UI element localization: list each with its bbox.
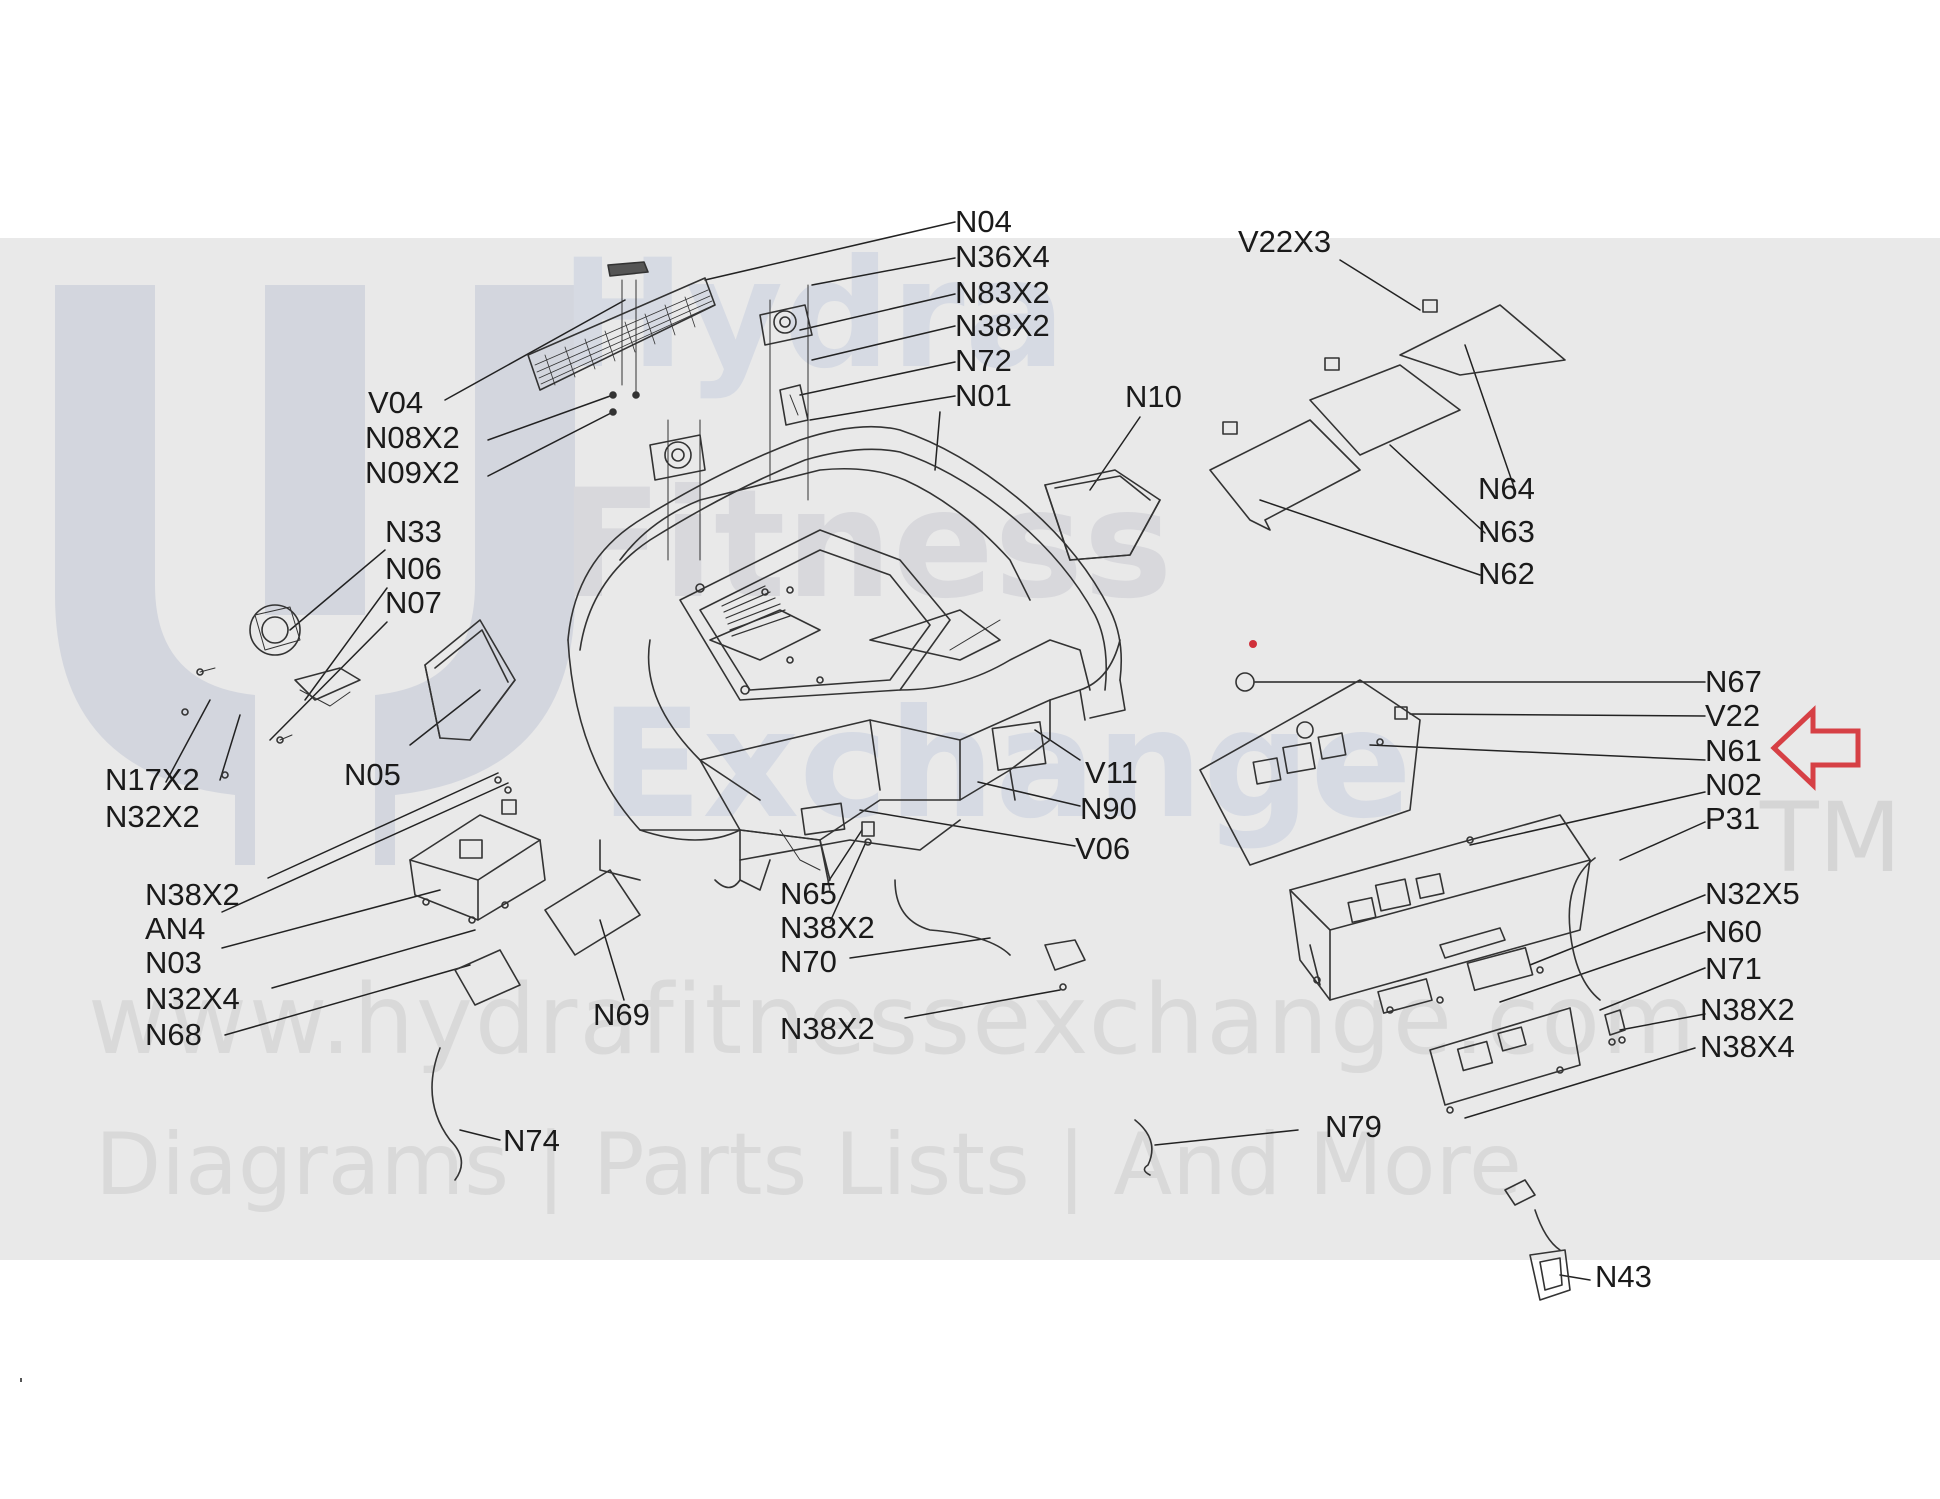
callout-n74: N74 — [503, 1123, 560, 1158]
callout-n72: N72 — [955, 343, 1012, 378]
cable-n70 — [894, 879, 1086, 991]
label-plate-n68 — [454, 949, 521, 1006]
callout-v04: V04 — [368, 385, 424, 420]
callout-n38x2-top: N38X2 — [955, 308, 1050, 343]
callout-n09x2: N09X2 — [365, 455, 460, 490]
callout-n64: N64 — [1478, 471, 1535, 506]
highlight-arrow-icon — [1770, 705, 1861, 791]
callout-n36x4: N36X4 — [955, 239, 1050, 274]
callout-n43: N43 — [1595, 1259, 1652, 1294]
overlay-sheets-n62-n64 — [1209, 299, 1566, 531]
fan-assembly-n33 — [181, 604, 361, 779]
callout-n83x2: N83X2 — [955, 275, 1050, 310]
label-plate-n69 — [544, 869, 641, 956]
callout-n70: N70 — [780, 944, 837, 979]
bracket-box-an4 — [409, 776, 546, 924]
speaker-bracket-upper — [759, 284, 813, 501]
callout-n03: N03 — [145, 945, 202, 980]
safety-key-n43 — [1504, 1179, 1571, 1301]
callout-n05: N05 — [344, 757, 401, 792]
callout-n38x4: N38X4 — [1700, 1029, 1795, 1064]
callout-n38x2-right: N38X2 — [1700, 992, 1795, 1027]
stray-mark — [20, 1378, 22, 1382]
display-overlay-n61 — [1199, 672, 1421, 866]
callout-n38x2-mid: N38X2 — [780, 910, 875, 945]
watermark-brand-exchange: Exchange — [600, 678, 1413, 852]
callout-an4: AN4 — [145, 911, 206, 946]
callout-v22x3: V22X3 — [1238, 224, 1332, 259]
cable-n74 — [431, 1047, 463, 1181]
callout-n06: N06 — [385, 551, 442, 586]
callout-v06: V06 — [1075, 831, 1131, 866]
clip-n72 — [779, 384, 809, 426]
callout-n17x2: N17X2 — [105, 762, 200, 797]
callout-n04: N04 — [955, 204, 1012, 239]
callout-n67: N67 — [1705, 664, 1762, 699]
circuit-board-n60 — [1429, 1007, 1581, 1114]
watermark-logo — [55, 285, 575, 865]
callout-n62: N62 — [1478, 556, 1535, 591]
callout-v22: V22 — [1705, 698, 1761, 733]
callout-n32x5: N32X5 — [1705, 876, 1800, 911]
callout-n69: N69 — [593, 997, 650, 1032]
callout-n65: N65 — [780, 876, 837, 911]
connector-n65 — [861, 821, 875, 846]
callout-n79: N79 — [1325, 1109, 1382, 1144]
callout-v11: V11 — [1085, 755, 1138, 790]
callout-n10: N10 — [1125, 379, 1182, 414]
callout-n68: N68 — [145, 1017, 202, 1052]
watermark-trademark: TM — [1760, 782, 1902, 894]
callout-n32x4: N32X4 — [145, 981, 240, 1016]
callout-n07: N07 — [385, 585, 442, 620]
callout-n33: N33 — [385, 514, 442, 549]
callout-n90: N90 — [1080, 791, 1137, 826]
marker-dot — [1249, 640, 1257, 648]
cup-holder-n05 — [424, 619, 516, 741]
vent-grid — [719, 579, 791, 637]
cup-holder-n10 — [1044, 469, 1161, 561]
console-shroud-n01 — [567, 425, 1126, 891]
callout-n01: N01 — [955, 378, 1012, 413]
callout-n61: N61 — [1705, 733, 1762, 768]
callout-n63: N63 — [1478, 514, 1535, 549]
cable-p31 — [1568, 857, 1601, 1001]
callout-p31: P31 — [1705, 801, 1761, 836]
cable-n79 — [1134, 1119, 1153, 1176]
callout-n38x2-low: N38X2 — [780, 1011, 875, 1046]
callout-n02: N02 — [1705, 767, 1762, 802]
leader-lines — [165, 221, 1706, 1281]
speaker-bracket-lower — [649, 419, 706, 561]
mesh-panel-n04 — [527, 261, 716, 416]
callout-n32x2: N32X2 — [105, 799, 200, 834]
callout-n38x2-left: N38X2 — [145, 877, 240, 912]
callout-n71: N71 — [1705, 951, 1762, 986]
console-housing-n02 — [1289, 814, 1591, 1014]
callout-n60: N60 — [1705, 914, 1762, 949]
watermark-brand-fitness: Fitness — [560, 458, 1173, 632]
callout-n08x2: N08X2 — [365, 420, 460, 455]
clip-n71 — [1604, 1009, 1626, 1046]
